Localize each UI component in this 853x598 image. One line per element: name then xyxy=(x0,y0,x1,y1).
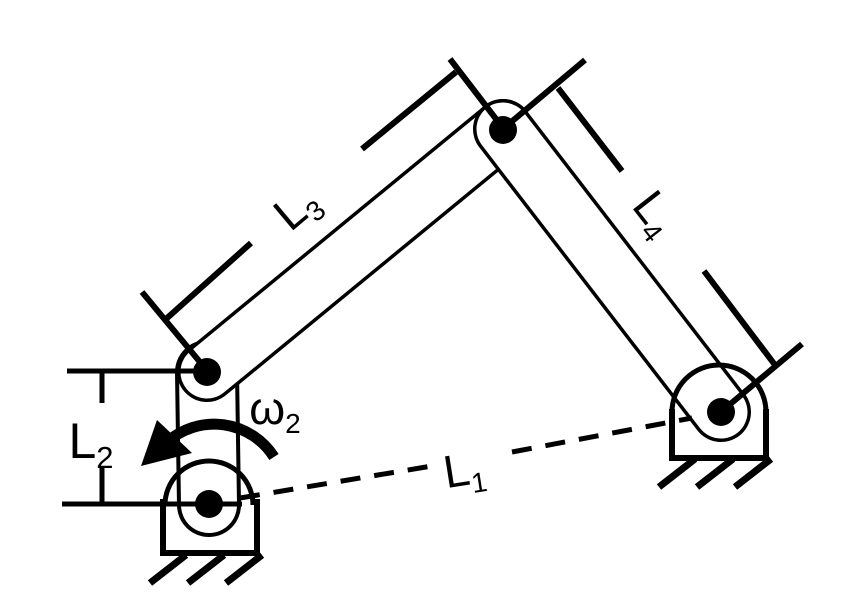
rotation-arrow-omega2-icon xyxy=(141,418,279,466)
pin-joint-crank-ground xyxy=(195,490,223,518)
ground-hatching-right-icon xyxy=(656,456,774,490)
pin-joint-coupler-rocker xyxy=(489,116,517,144)
dimension-marks-l3 xyxy=(139,57,509,381)
bearing-dome-right xyxy=(669,362,769,413)
link-l4-body-inner xyxy=(476,102,748,439)
label-l1-sub: 1 xyxy=(469,466,489,499)
rotation-arrow-arc xyxy=(163,418,279,461)
link-l3-body-inner xyxy=(180,102,530,399)
bearing-dome-left xyxy=(162,458,256,506)
label-omega2-main: ω xyxy=(249,382,285,434)
label-omega2-sub: 2 xyxy=(285,408,301,439)
bearing-block-left xyxy=(160,499,260,556)
label-l3: L3 xyxy=(263,174,331,244)
label-l2-main: L xyxy=(68,413,96,469)
ground-hatching-left-icon xyxy=(147,552,265,586)
ground-pivot-left xyxy=(147,458,265,586)
bearing-block-right xyxy=(669,409,769,461)
link-l3-coupler xyxy=(177,99,533,402)
ground-pivot-right xyxy=(656,362,774,490)
label-l4: L4 xyxy=(619,180,689,248)
label-l2-sub: 2 xyxy=(96,440,113,475)
ground-link-l1-dashed-line xyxy=(239,415,693,501)
label-l2: L2 xyxy=(68,413,113,475)
pin-joint-rocker-ground xyxy=(707,398,735,426)
dimension-marks-l4 xyxy=(502,57,804,414)
label-l1-main: L xyxy=(440,443,473,498)
label-l1: L1 xyxy=(440,440,490,503)
dimension-marks-l2 xyxy=(62,368,242,507)
pin-joint-crank-coupler xyxy=(193,358,221,386)
rotation-arrow-head xyxy=(141,420,192,466)
label-omega2: ω2 xyxy=(249,382,301,439)
link-l4-rocker xyxy=(473,99,751,442)
